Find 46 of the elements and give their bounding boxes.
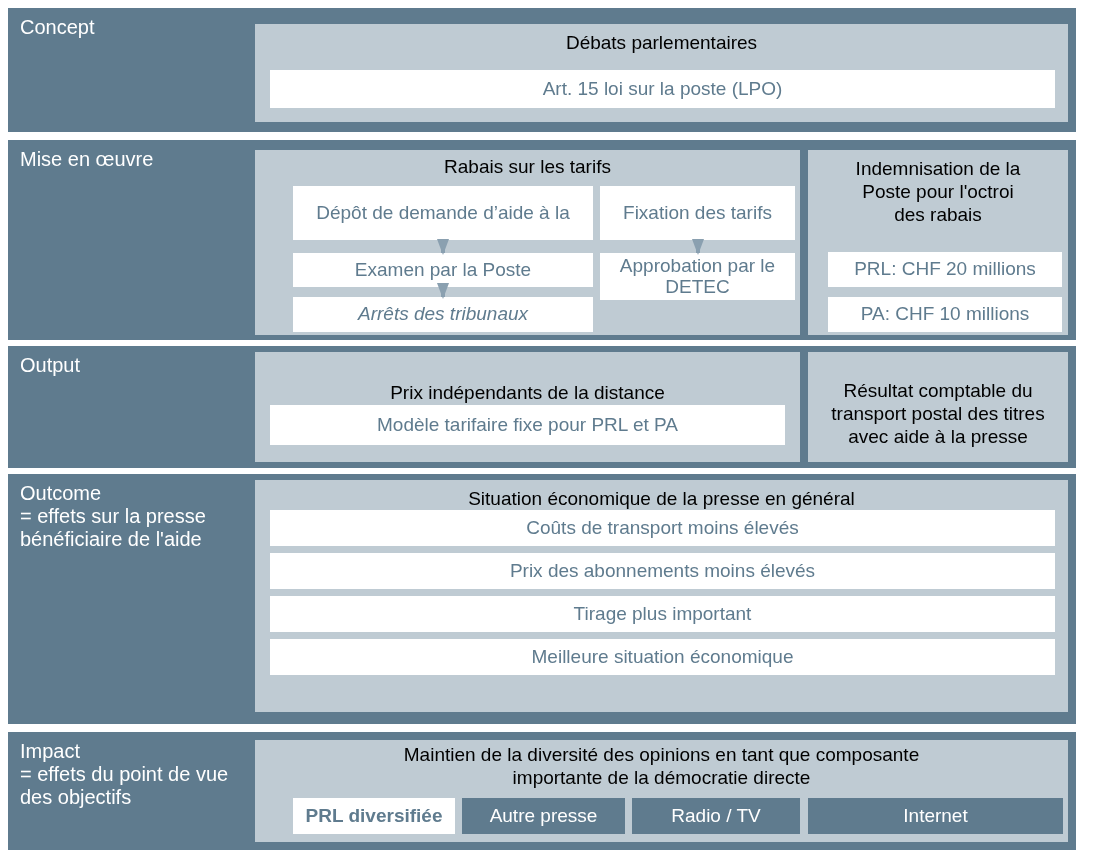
panel-heading: Débats parlementaires bbox=[564, 32, 759, 55]
text-box: Dépôt de demande d’aide à la bbox=[293, 186, 593, 240]
panel-heading: Maintien de la diversité des opinions en tant que composante importante de la démocratie directe bbox=[402, 744, 921, 790]
text-box: Tirage plus important bbox=[270, 596, 1055, 632]
panel-heading: Indemnisation de la Poste pour l'octroi des rabais bbox=[854, 158, 1022, 227]
band-heading: Mise en œuvre bbox=[20, 148, 155, 171]
text-box: Art. 15 loi sur la poste (LPO) bbox=[270, 70, 1055, 108]
band-heading: Concept bbox=[20, 16, 96, 39]
group-panel bbox=[808, 150, 1068, 335]
arrow bbox=[437, 239, 449, 255]
text-box: Approbation par le DETEC bbox=[600, 253, 795, 300]
layer-band bbox=[8, 346, 1076, 468]
text-box: Modèle tarifaire fixe pour PRL et PA bbox=[270, 405, 785, 445]
panel-heading: Rabais sur les tarifs bbox=[443, 156, 612, 179]
band-description: = effets sur la presse bénéficiaire de l'aide bbox=[20, 505, 207, 551]
category-tag: PRL diversifiée bbox=[293, 798, 455, 834]
panel-heading: Situation économique de la presse en général bbox=[467, 488, 856, 511]
layer-band bbox=[8, 140, 1076, 340]
text-box: Fixation des tarifs bbox=[600, 186, 795, 240]
panel-heading: Prix indépendants de la distance bbox=[389, 382, 666, 405]
text-box: Arrêts des tribunaux bbox=[293, 297, 593, 332]
text-box: Coûts de transport moins élevés bbox=[270, 510, 1055, 546]
category-tag: Internet bbox=[808, 798, 1063, 834]
category-tag: Radio / TV bbox=[632, 798, 800, 834]
panel-heading: Résultat comptable du transport postal des titres avec aide à la presse bbox=[830, 380, 1046, 449]
text-box: PRL: CHF 20 millions bbox=[828, 252, 1062, 287]
band-description: = effets du point de vue des objectifs bbox=[20, 763, 230, 809]
group-panel bbox=[255, 150, 800, 335]
text-box: Prix des abonnements moins élevés bbox=[270, 553, 1055, 589]
layer-band bbox=[8, 732, 1076, 850]
band-heading: Output bbox=[20, 354, 82, 377]
layer-band bbox=[8, 8, 1076, 132]
band-heading: Impact bbox=[20, 740, 82, 763]
group-panel bbox=[808, 352, 1068, 462]
text-box: Meilleure situation économique bbox=[270, 639, 1055, 675]
arrow bbox=[692, 239, 704, 255]
group-panel bbox=[255, 24, 1068, 122]
group-panel bbox=[255, 480, 1068, 712]
arrow bbox=[437, 283, 449, 299]
text-box: PA: CHF 10 millions bbox=[828, 297, 1062, 332]
group-panel bbox=[255, 740, 1068, 842]
category-tag: Autre presse bbox=[462, 798, 625, 834]
group-panel bbox=[255, 352, 800, 462]
band-heading: Outcome bbox=[20, 482, 103, 505]
layer-band bbox=[8, 474, 1076, 724]
text-box: Examen par la Poste bbox=[293, 253, 593, 287]
